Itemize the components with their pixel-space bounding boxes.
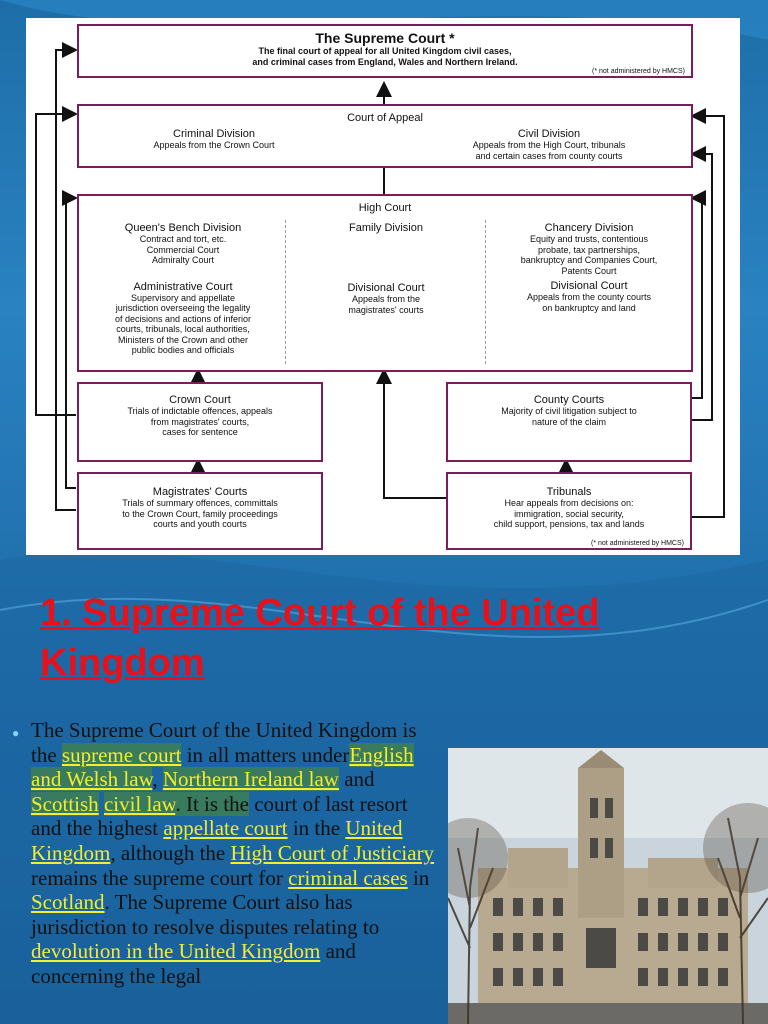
- criminal-division-title: Criminal Division: [173, 128, 255, 140]
- body-text: in the: [287, 816, 346, 841]
- court-of-appeal-title: Court of Appeal: [347, 112, 423, 124]
- link-scottish[interactable]: Scottish: [31, 791, 99, 816]
- magistrates-line: to the Crown Court, family proceedings: [122, 508, 278, 519]
- queens-bench-title: Queen's Bench Division: [124, 222, 242, 234]
- body-text: . The Supreme Court also has jurisdictio…: [31, 890, 380, 939]
- qb-line: Commercial Court: [146, 244, 220, 255]
- crown-line: cases for sentence: [162, 427, 238, 437]
- civil-division-desc-2: and certain cases from county courts: [475, 150, 623, 161]
- admin-line: public bodies and officials: [131, 345, 235, 355]
- body-text: remains the supreme court for: [31, 865, 289, 890]
- chancery-division-title: Chancery Division: [544, 222, 634, 234]
- body-text: . It is the: [175, 791, 249, 816]
- family-div-line: Appeals from the: [351, 294, 421, 304]
- body-text: court of last resort and the highest: [31, 791, 408, 841]
- crown-court-title: Crown Court: [169, 394, 231, 406]
- link-scotland[interactable]: Scotland: [31, 890, 105, 915]
- admin-line: Ministers of the Crown and other: [117, 334, 249, 345]
- admin-line: courts, tribunals, local authorities,: [116, 324, 250, 334]
- section-heading: 1. Supreme Court of the United Kingdom: [40, 592, 600, 684]
- supreme-court-box: The Supreme Court * The final court of a…: [77, 24, 693, 78]
- supreme-court-building-photo: [448, 748, 768, 1024]
- supreme-court-desc: The final court of appeal for all United…: [258, 46, 512, 56]
- link-appellate-court[interactable]: appellate court: [163, 816, 288, 841]
- county-courts-box: County Courts Majority of civil litigati…: [446, 382, 692, 462]
- qb-line: Admiralty Court: [151, 255, 214, 265]
- high-court-title: High Court: [358, 202, 412, 214]
- body-text: and concerning the legal: [31, 939, 356, 988]
- family-divisional-title: Divisional Court: [347, 282, 425, 294]
- body-text: The Supreme Court of the United Kingdom …: [31, 718, 417, 767]
- link-high-court-justiciary[interactable]: High Court of Justiciary: [230, 840, 435, 865]
- body-paragraph: The Supreme Court of the United Kingdom …: [31, 718, 441, 989]
- court-hierarchy-diagram: The Supreme Court * The final court of a…: [26, 18, 740, 555]
- supreme-court-note: (* not administered by HMCS): [592, 68, 685, 75]
- body-text: in all matters under: [181, 742, 350, 767]
- magistrates-line: courts and youth courts: [153, 519, 247, 529]
- chancery-line: Equity and trusts, contentious: [529, 234, 649, 244]
- tribunals-box: Tribunals Hear appeals from decisions on…: [446, 472, 692, 550]
- tribunals-note: (* not administered by HMCS): [591, 540, 684, 547]
- body-text: ,: [152, 767, 163, 792]
- magistrates-title: Magistrates' Courts: [152, 486, 248, 498]
- chancery-div-line: Appeals from the county courts: [526, 292, 652, 302]
- chancery-line: Patents Court: [561, 265, 617, 276]
- admin-line: of decisions and actions of inferior: [114, 313, 252, 324]
- chancery-div-line: on bankruptcy and land: [542, 302, 636, 313]
- crown-court-box: Crown Court Trials of indictable offence…: [77, 382, 323, 462]
- qb-line: Contract and tort, etc.: [139, 234, 227, 244]
- chancery-line: bankruptcy and Companies Court,: [520, 255, 658, 265]
- court-of-appeal-box: Court of Appeal Criminal Division Appeal…: [77, 104, 693, 168]
- tribunals-line: Hear appeals from decisions on:: [504, 498, 634, 508]
- bullet-icon: ●: [12, 726, 20, 740]
- magistrates-line: Trials of summary offences, committals: [122, 498, 278, 508]
- criminal-division-desc: Appeals from the Crown Court: [153, 140, 275, 150]
- diagram-arrows: [35, 42, 725, 518]
- supreme-court-desc-2: and criminal cases from England, Wales a…: [252, 56, 518, 67]
- magistrates-courts-box: Magistrates' Courts Trials of summary of…: [77, 472, 323, 550]
- family-div-line: magistrates' courts: [348, 304, 424, 315]
- body-text: and: [338, 767, 375, 792]
- chancery-divisional-title: Divisional Court: [550, 280, 628, 292]
- admin-line: Supervisory and appellate: [130, 292, 236, 303]
- county-line: Majority of civil litigation subject to: [501, 406, 637, 416]
- link-supreme-court[interactable]: supreme court: [61, 742, 182, 767]
- link-civil-law[interactable]: civil law: [103, 791, 176, 816]
- civil-division-title: Civil Division: [517, 128, 581, 140]
- body-text: in: [407, 865, 430, 890]
- crown-line: Trials of indictable offences, appeals: [127, 406, 273, 416]
- supreme-court-title: The Supreme Court *: [315, 30, 455, 46]
- family-division-title: Family Division: [349, 222, 423, 234]
- county-line: nature of the claim: [531, 416, 607, 427]
- link-criminal-cases[interactable]: criminal cases: [288, 865, 408, 890]
- tribunals-line: child support, pensions, tax and lands: [493, 519, 645, 529]
- admin-court-title: Administrative Court: [133, 280, 233, 293]
- link-devolution[interactable]: devolution in the United Kingdom: [31, 939, 321, 964]
- link-northern-ireland-law[interactable]: Northern Ireland law: [162, 767, 339, 792]
- tribunals-line: immigration, social security,: [514, 508, 624, 519]
- county-courts-title: County Courts: [533, 394, 605, 406]
- civil-division-desc: Appeals from the High Court, tribunals: [472, 140, 626, 150]
- link-united-kingdom[interactable]: United Kingdom: [31, 816, 403, 865]
- high-court-box: High Court Queen's Bench Division Contra…: [77, 194, 693, 372]
- crown-line: from magistrates' courts,: [150, 416, 250, 427]
- admin-line: jurisdiction overseeing the legality: [115, 303, 251, 313]
- body-text: , although the: [110, 840, 231, 865]
- chancery-line: probate, tax partnerships,: [537, 244, 641, 255]
- tribunals-title: Tribunals: [546, 486, 592, 498]
